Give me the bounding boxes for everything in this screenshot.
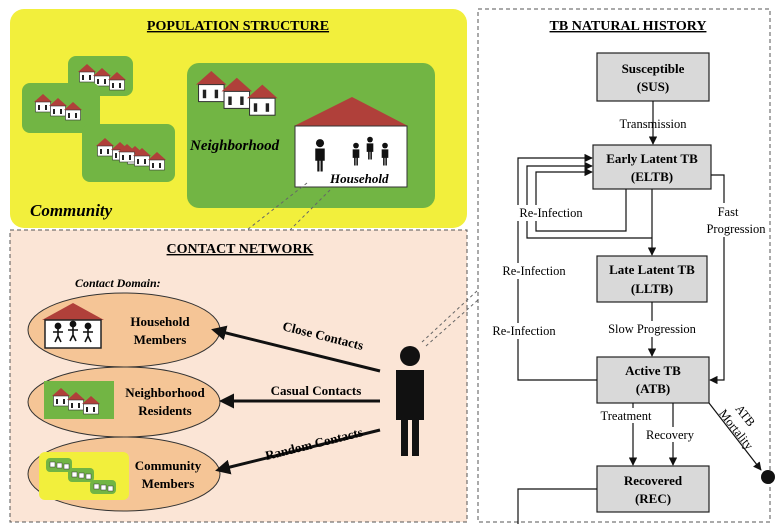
population-structure-title: POPULATION STRUCTURE xyxy=(147,19,329,34)
state-active-tb: Active TB (ATB) xyxy=(596,356,710,404)
state-lltb-name: Late Latent TB xyxy=(609,262,695,277)
slow-progression-label: Slow Progression xyxy=(608,322,697,336)
state-recovered: Recovered (REC) xyxy=(596,465,710,513)
reinfection-label-2: Re-Infection xyxy=(502,264,566,278)
tb-natural-history-title: TB NATURAL HISTORY xyxy=(550,19,707,34)
mortality-sink-icon xyxy=(761,470,775,484)
state-eltb-abbr: (ELTB) xyxy=(631,169,673,184)
neighborhood-patch xyxy=(82,124,175,182)
neighborhood-patch xyxy=(22,83,100,133)
individual-person-icon xyxy=(396,346,424,456)
community-label: Community xyxy=(30,201,113,220)
neighborhood-label: Neighborhood xyxy=(189,138,280,154)
state-lltb-abbr: (LLTB) xyxy=(631,281,673,296)
state-atb-abbr: (ATB) xyxy=(636,381,670,396)
contact-domain-label: Contact Domain: xyxy=(75,276,161,290)
state-rec-name: Recovered xyxy=(624,473,683,488)
state-rec-abbr: (REC) xyxy=(635,491,671,506)
state-atb-name: Active TB xyxy=(625,363,681,378)
household-members-domain: Household Members xyxy=(27,292,221,368)
household-members-line2: Members xyxy=(134,332,187,347)
treatment-label: Treatment xyxy=(601,409,652,423)
fast-progression-label-2: Progression xyxy=(706,222,766,236)
community-members-line1: Community xyxy=(135,458,202,473)
neighborhood-residents-line1: Neighborhood xyxy=(125,385,205,400)
household-members-line1: Household xyxy=(130,314,190,329)
fast-progression-label-1: Fast xyxy=(718,205,739,219)
state-susceptible-name: Susceptible xyxy=(622,61,685,76)
state-eltb-name: Early Latent TB xyxy=(606,151,698,166)
state-early-latent-tb: Early Latent TB (ELTB) xyxy=(592,144,712,190)
reinfection-label-1: Re-Infection xyxy=(519,206,583,220)
community-members-domain: Community Members xyxy=(27,436,221,512)
transition-arrows xyxy=(517,101,762,524)
household-house-icon xyxy=(294,97,408,188)
state-susceptible-abbr: (SUS) xyxy=(637,79,670,94)
neighborhood-residents-line2: Residents xyxy=(138,403,191,418)
household-icon xyxy=(42,303,104,349)
transmission-label: Transmission xyxy=(620,117,688,131)
reinfection-label-3: Re-Infection xyxy=(492,324,556,338)
contact-network-title: CONTACT NETWORK xyxy=(167,242,314,257)
state-late-latent-tb: Late Latent TB (LLTB) xyxy=(596,255,708,303)
casual-contacts-label: Casual Contacts xyxy=(271,383,362,398)
community-members-line2: Members xyxy=(142,476,195,491)
neighborhood-residents-domain: Neighborhood Residents xyxy=(27,366,221,438)
recovery-label: Recovery xyxy=(646,428,695,442)
household-label: Household xyxy=(329,171,389,186)
state-susceptible: Susceptible (SUS) xyxy=(596,52,710,102)
